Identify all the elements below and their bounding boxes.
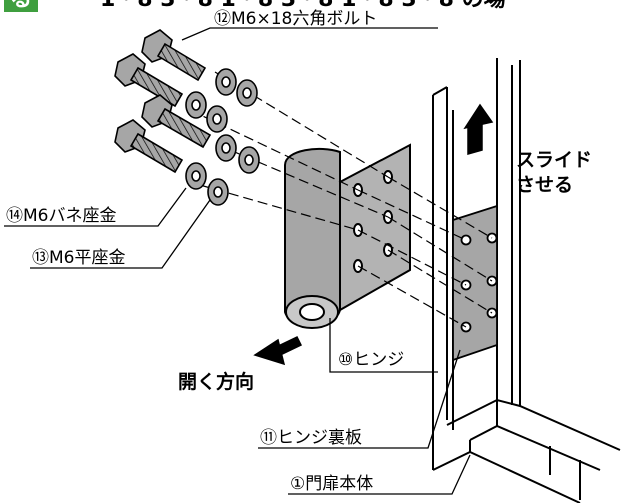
slide-arrow [463, 103, 494, 155]
slide-text-line2: させる [516, 174, 574, 196]
spring-washer-label: ⑭M6バネ座金 [6, 206, 117, 226]
hinge-backplate [452, 204, 498, 362]
hinge [284, 143, 411, 329]
gate-body-label: ①門扉本体 [290, 474, 374, 494]
flat-washer-label: ⑬M6平座金 [32, 248, 126, 268]
hinge-label: ⑩ヒンジ [338, 350, 405, 370]
partial-title: 1・8 3・8 1・8 3・8 1・8 3・8 の場 [100, 0, 506, 12]
hinge-backplate-label: ⑪ヒンジ裏板 [260, 428, 362, 448]
bolts [114, 29, 212, 174]
washers [185, 68, 260, 206]
slide-text-line1: スライド [516, 149, 593, 171]
gate-body [432, 58, 621, 503]
leader-lines [4, 27, 471, 495]
section-badge: る [4, 0, 39, 12]
header-strip: る 1・8 3・8 1・8 3・8 1・8 3・8 の場 [0, 0, 624, 24]
bolt-label: ⑫M6×18六角ボルト [214, 9, 378, 29]
open-direction-label: 開く方向 [178, 371, 255, 393]
open-direction-arrow [253, 336, 303, 366]
